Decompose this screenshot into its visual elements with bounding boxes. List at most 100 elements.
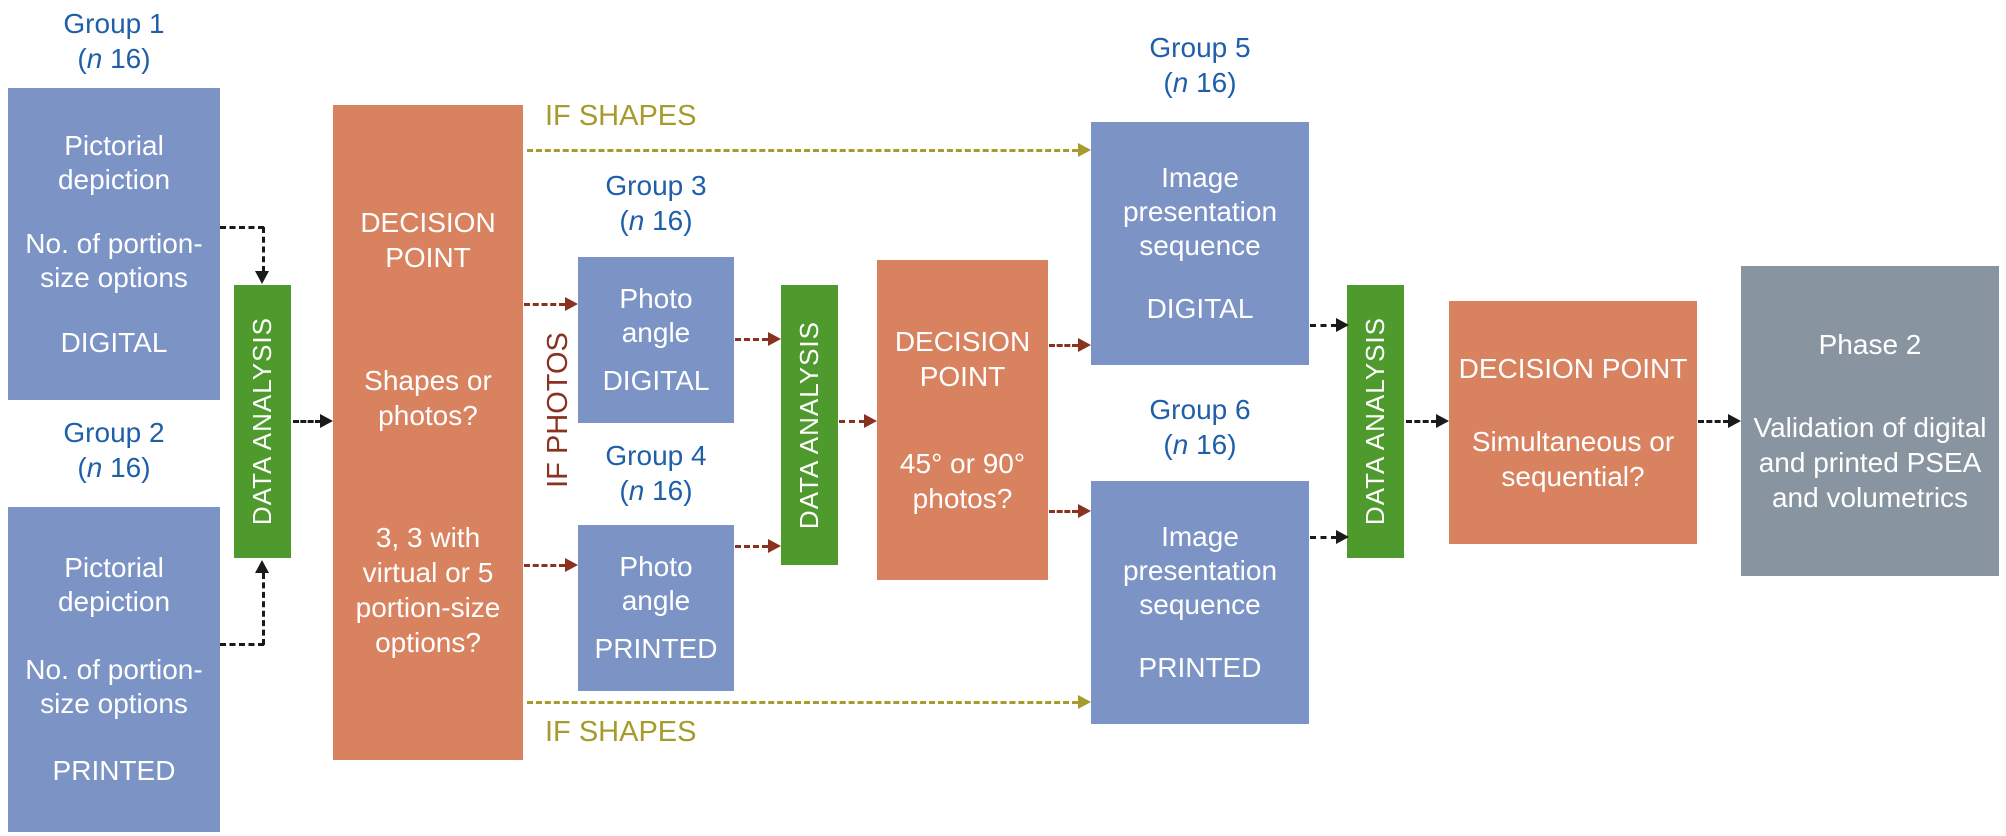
data-analysis-1-label: DATA ANALYSIS — [247, 317, 277, 526]
group-1-n: (n 16) — [8, 41, 220, 76]
group-2-line-2: No. of portion-size options — [25, 653, 203, 719]
connector-da1-to-dp1 — [293, 420, 321, 423]
data-analysis-2-label: DATA ANALYSIS — [794, 320, 824, 530]
connector-dp3-to-phase2 — [1698, 420, 1729, 423]
data-analysis-3-label: DATA ANALYSIS — [1360, 317, 1390, 526]
group-2-label: Group 2 (n 16) — [8, 415, 220, 485]
n-var: n — [1172, 429, 1189, 460]
group-3-line-1: Photo angle — [619, 282, 693, 348]
arrowhead-g5 — [1078, 338, 1091, 352]
group-4-line-1: Photo angle — [619, 550, 693, 616]
decision-point-2-question-1: 45° or 90° photos? — [899, 448, 1026, 514]
decision-point-3-title: DECISION POINT — [1458, 353, 1688, 384]
group-6-n: (n 16) — [1091, 427, 1309, 462]
phase-2-body: Validation of digital and printed PSEA a… — [1753, 411, 1987, 513]
connector-dp1-to-g4 — [524, 564, 565, 567]
group-2-box: Pictorial depiction No. of portion-size … — [8, 507, 220, 832]
arrowhead-da2-bottom — [768, 539, 781, 553]
group-2-n: (n 16) — [8, 450, 220, 485]
arrowhead-g6 — [1078, 504, 1091, 518]
arrowhead-phase2 — [1728, 414, 1741, 428]
arrowhead-if-shapes-bottom — [1078, 695, 1091, 709]
arrowhead-da3-bottom — [1336, 530, 1349, 544]
arrowhead-dp1 — [320, 414, 333, 428]
group-5-label: Group 5 (n 16) — [1091, 30, 1309, 100]
data-analysis-box-2: DATA ANALYSIS — [781, 285, 838, 565]
connector-if-shapes-bottom — [527, 701, 1078, 704]
decision-point-1-question-2: 3, 3 with virtual or 5 portion-size opti… — [355, 522, 501, 659]
group-4-label: Group 4 (n 16) — [568, 438, 744, 508]
group-3-name: Group 3 — [605, 170, 707, 201]
n-rest: 16) — [644, 205, 693, 236]
n-var: n — [628, 475, 645, 506]
arrowhead-g4 — [565, 558, 578, 572]
group-2-line-3: PRINTED — [52, 755, 176, 787]
group-1-line-3: DIGITAL — [60, 326, 168, 358]
phase-2-title: Phase 2 — [1818, 329, 1922, 361]
group-4-box: Photo angle PRINTED — [578, 525, 734, 691]
n-rest: 16) — [102, 43, 151, 74]
arrowhead-if-shapes-top — [1078, 143, 1091, 157]
group-5-line-1: Image presentation sequence — [1122, 162, 1278, 261]
arrowhead-g3 — [565, 297, 578, 311]
group-3-label: Group 3 (n 16) — [568, 168, 744, 238]
group-1-line-2: No. of portion-size options — [25, 228, 203, 293]
data-analysis-box-3: DATA ANALYSIS — [1347, 285, 1404, 558]
n-rest: 16) — [102, 452, 151, 483]
group-4-line-2: PRINTED — [594, 633, 718, 665]
group-5-name: Group 5 — [1149, 32, 1251, 63]
arrowhead-da3-top — [1336, 318, 1349, 332]
group-2-name: Group 2 — [63, 417, 165, 448]
n-open: ( — [1163, 429, 1173, 460]
n-open: ( — [619, 205, 629, 236]
group-6-line-2: PRINTED — [1138, 652, 1262, 683]
arrowhead-dp3 — [1436, 414, 1449, 428]
arrowhead-da2-top — [768, 332, 781, 346]
group-5-box: Image presentation sequence DIGITAL — [1091, 122, 1309, 365]
connector-g3-to-da2 — [735, 338, 768, 341]
n-rest: 16) — [1188, 67, 1237, 98]
n-open: ( — [77, 452, 87, 483]
n-rest: 16) — [644, 475, 693, 506]
group-1-line-1: Pictorial depiction — [57, 129, 171, 195]
group-6-line-1: Image presentation sequence — [1122, 521, 1278, 620]
group-1-label: Group 1 (n 16) — [8, 6, 220, 76]
connector-dp2-to-g5 — [1049, 344, 1078, 347]
connector-g4-to-da2 — [735, 545, 768, 548]
group-6-label: Group 6 (n 16) — [1091, 392, 1309, 462]
group-3-n: (n 16) — [568, 203, 744, 238]
arrowhead-down-da1 — [255, 271, 269, 284]
if-shapes-bottom-label: IF SHAPES — [545, 716, 697, 748]
n-var: n — [628, 205, 645, 236]
group-6-box: Image presentation sequence PRINTED — [1091, 481, 1309, 724]
group-5-line-2: DIGITAL — [1146, 293, 1254, 324]
group-4-n: (n 16) — [568, 473, 744, 508]
decision-point-2: DECISION POINT 45° or 90° photos? — [877, 260, 1048, 580]
decision-point-1-question-1: Shapes or photos? — [364, 364, 492, 431]
data-analysis-box-1: DATA ANALYSIS — [234, 285, 291, 558]
connector-g2-to-da1-v — [262, 573, 265, 645]
n-var: n — [86, 452, 103, 483]
group-3-box: Photo angle DIGITAL — [578, 257, 734, 423]
connector-g1-to-da1-h — [220, 226, 264, 229]
if-shapes-top-label: IF SHAPES — [545, 100, 697, 132]
phase-2-box: Phase 2 Validation of digital and printe… — [1741, 266, 1999, 576]
decision-point-1-title: DECISION POINT — [360, 206, 496, 273]
group-5-n: (n 16) — [1091, 65, 1309, 100]
decision-point-3: DECISION POINT Simultaneous or sequentia… — [1449, 301, 1697, 544]
n-open: ( — [619, 475, 629, 506]
group-1-box: Pictorial depiction No. of portion-size … — [8, 88, 220, 400]
connector-da2-to-dp2 — [839, 420, 865, 423]
n-open: ( — [77, 43, 87, 74]
connector-da3-to-dp3 — [1406, 420, 1437, 423]
connector-g2-to-da1-h — [220, 643, 264, 646]
connector-g1-to-da1-v — [262, 227, 265, 272]
connector-g6-to-da3 — [1310, 536, 1337, 539]
group-4-name: Group 4 — [605, 440, 707, 471]
n-rest: 16) — [1188, 429, 1237, 460]
arrowhead-up-da1 — [255, 560, 269, 573]
group-6-name: Group 6 — [1149, 394, 1251, 425]
group-3-line-2: DIGITAL — [602, 365, 710, 397]
group-2-line-1: Pictorial depiction — [57, 551, 171, 617]
